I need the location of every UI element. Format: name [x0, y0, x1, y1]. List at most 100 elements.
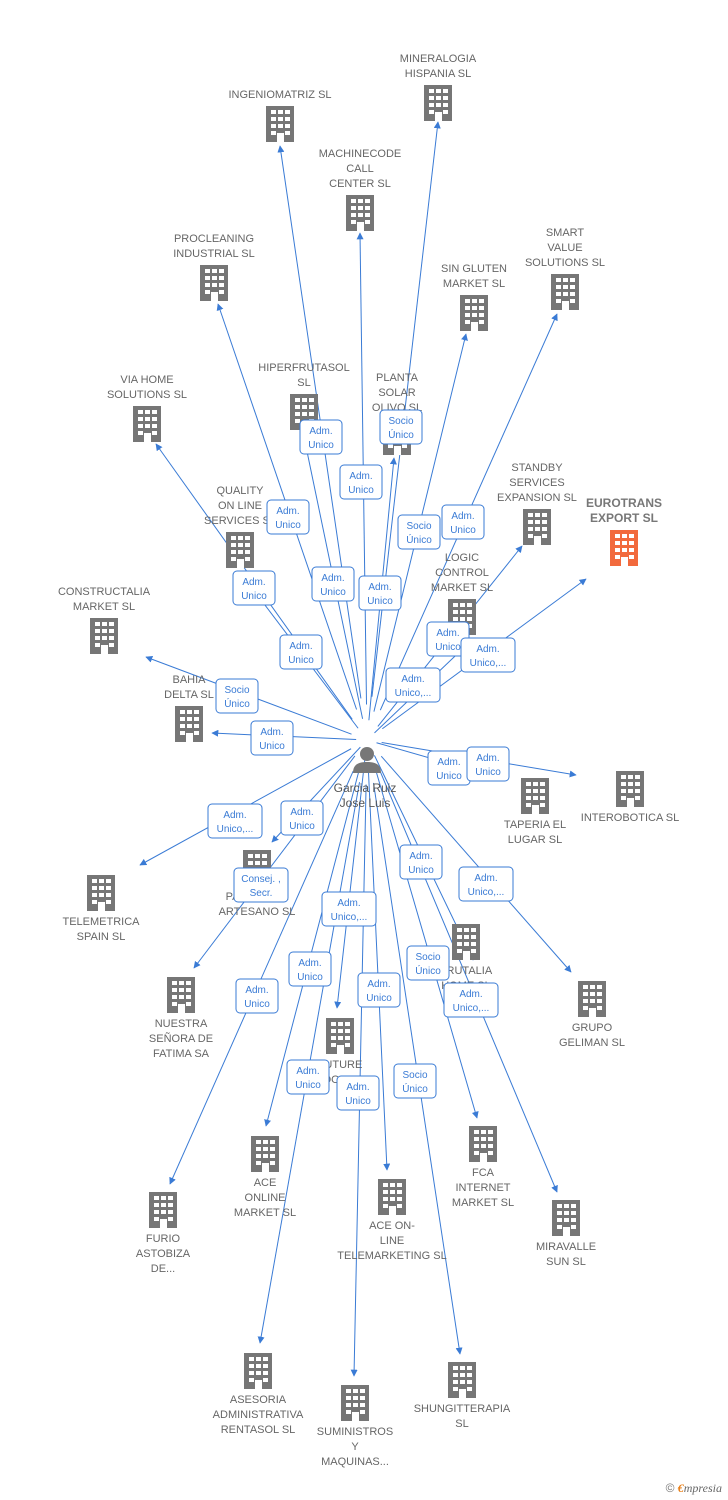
role-badge-r-constructalia[interactable]: Adm.Unico: [250, 720, 294, 756]
role-badge-r-panaderia[interactable]: Adm.Unico: [280, 800, 324, 836]
company-label-line: QUALITY: [216, 485, 264, 497]
role-badge-r-quality[interactable]: Adm.Unico: [279, 634, 323, 670]
building-icon: [610, 530, 638, 566]
role-badge-box: [321, 891, 377, 927]
role-badge-box: [393, 1063, 437, 1099]
role-badge-r-furio[interactable]: Adm.Unico: [235, 978, 279, 1014]
company-label-line: CONSTRUCTALIA: [58, 586, 151, 598]
role-badge-r-taperia[interactable]: Adm.Unico: [427, 750, 471, 786]
company-node-ingeniomatriz[interactable]: INGENIOMATRIZ SL: [228, 89, 332, 142]
role-badge-r-telemetrica[interactable]: Adm.Unico,...: [207, 803, 263, 839]
role-label-line: Adm.: [337, 898, 360, 909]
role-label-line: Adm.: [451, 511, 474, 522]
center-person-node[interactable]: Garcia Ruiz Jose Luis: [334, 747, 397, 810]
relationship-edge: [367, 770, 391, 1171]
building-icon: [226, 532, 254, 568]
company-label-line: MINERALOGIA: [400, 53, 477, 65]
building-icon: [469, 1126, 497, 1162]
role-label-line: Unico: [435, 642, 461, 653]
building-icon: [244, 1353, 272, 1389]
role-badge-r-geliman[interactable]: Adm.Unico,...: [458, 866, 514, 902]
company-label-line: FRUTALIA: [440, 965, 493, 977]
building-icon: [341, 1385, 369, 1421]
role-badge-box: [311, 566, 355, 602]
role-badge-r-standby[interactable]: Adm.Unico,...: [385, 667, 441, 703]
role-badge-r-machine[interactable]: Adm.Unico: [339, 464, 383, 500]
role-badge-r-consej[interactable]: Consej. ,Secr.: [233, 867, 289, 903]
role-badge-box: [358, 575, 402, 611]
role-badge-r-frutalia[interactable]: Adm.Unico: [399, 844, 443, 880]
role-badge-r-future[interactable]: Adm.Unico,...: [321, 891, 377, 927]
role-badge-box: [399, 844, 443, 880]
role-label-line: Unico: [297, 972, 323, 983]
role-badge-r-hiper[interactable]: Adm.Unico: [299, 419, 343, 455]
company-node-furioastobiza[interactable]: FURIOASTOBIZADE...: [136, 1192, 191, 1275]
person-name-line-1: Garcia Ruiz: [334, 781, 397, 795]
role-label-line: Unico: [366, 993, 392, 1004]
role-label-line: Socio: [224, 685, 249, 696]
role-badge-box: [207, 803, 263, 839]
role-badge-r-asesoria[interactable]: Adm.Unico: [286, 1059, 330, 1095]
role-badge-r-mineral[interactable]: Adm.Unico: [358, 575, 402, 611]
role-badge-box: [299, 419, 343, 455]
role-badge-r-aceonline[interactable]: Adm.Unico: [288, 951, 332, 987]
role-badge-r-eurotrans[interactable]: Adm.Unico,...: [460, 637, 516, 673]
role-label-line: Unico: [259, 741, 285, 752]
role-badge-r-aceonline2[interactable]: Adm.Unico: [357, 972, 401, 1008]
company-node-interobotica[interactable]: INTEROBOTICA SL: [581, 771, 679, 824]
company-label-line: FCA: [472, 1167, 495, 1179]
role-label-line: Adm.: [459, 989, 482, 1000]
role-label-line: Unico: [288, 655, 314, 666]
role-badge-r-suministros[interactable]: Adm.Unico: [336, 1075, 380, 1111]
role-badge-r-logic[interactable]: Adm.Unico: [426, 621, 470, 657]
company-label-line: MARKET SL: [73, 601, 135, 613]
role-badge-r-ingenio[interactable]: Adm.Unico: [311, 566, 355, 602]
building-icon: [578, 981, 606, 1017]
role-badge-r-procleaning[interactable]: Adm.Unico: [266, 499, 310, 535]
role-label-line: Socio: [406, 521, 431, 532]
role-badge-r-miravalle[interactable]: Adm.Unico,...: [443, 982, 499, 1018]
role-badge-r-smart[interactable]: Adm.Unico: [441, 504, 485, 540]
company-label-line: SL: [297, 377, 310, 389]
company-label-line: SOLUTIONS SL: [525, 257, 605, 269]
company-node-constructalia[interactable]: CONSTRUCTALIA MARKET SL: [58, 586, 151, 654]
company-label-line: SPAIN SL: [77, 931, 126, 943]
company-label-line: MIRAVALLE: [536, 1241, 596, 1253]
role-label-line: Adm.: [290, 807, 313, 818]
company-node-suministros[interactable]: SUMINISTROSYMAQUINAS...: [317, 1385, 393, 1468]
role-badge-r-interobotica[interactable]: Adm.Unico: [466, 746, 510, 782]
role-badge-box: [385, 667, 441, 703]
role-badge-box: [235, 978, 279, 1014]
role-badge-r-viahome[interactable]: Adm.Unico: [232, 570, 276, 606]
building-icon: [521, 778, 549, 814]
company-label-line: EXPORT SL: [590, 511, 658, 525]
